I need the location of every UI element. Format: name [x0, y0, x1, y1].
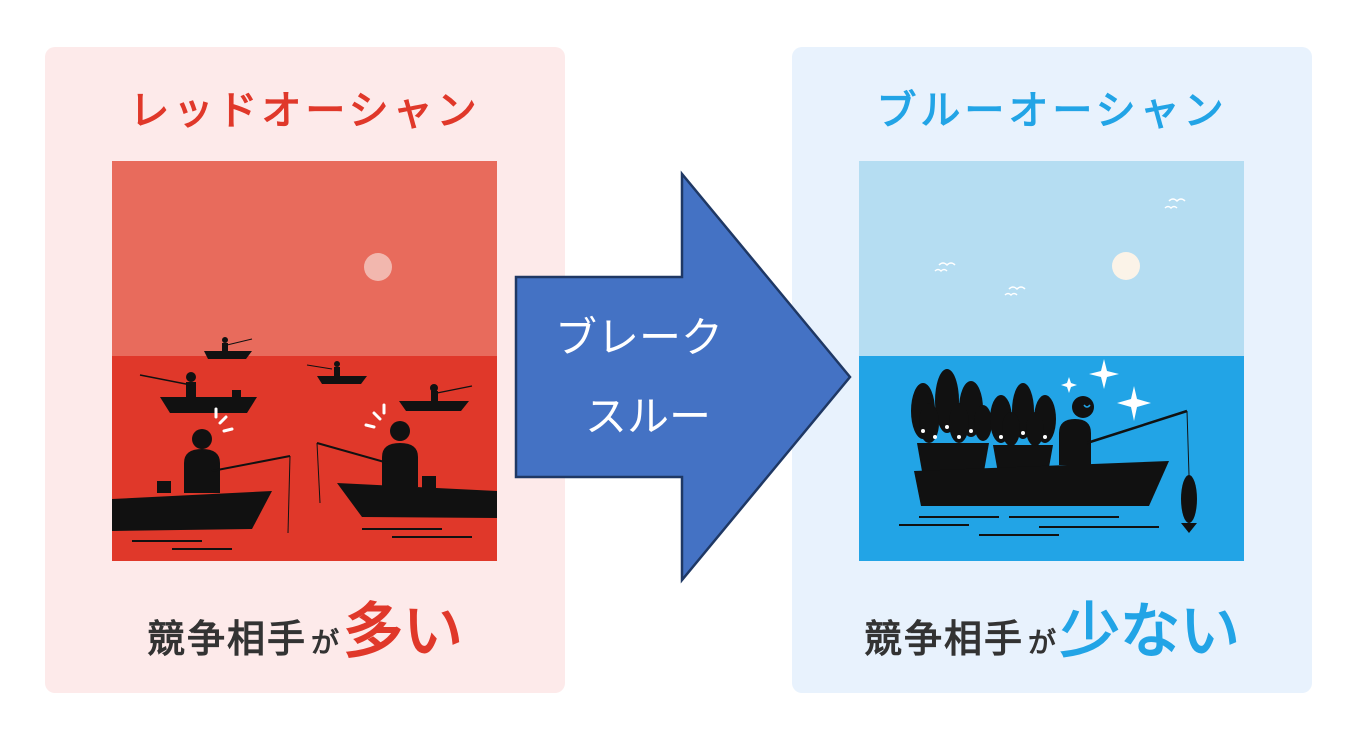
arrow-shape	[514, 170, 852, 584]
sun-icon	[364, 253, 392, 281]
red-sky	[112, 161, 497, 356]
blue-caption-particle: が	[1028, 626, 1057, 659]
water-ripples	[899, 516, 1159, 536]
bird-icons	[934, 198, 1186, 297]
big-boat-right	[316, 421, 497, 518]
smile-icon	[1083, 404, 1091, 408]
fish-basket-1	[911, 369, 992, 477]
water-ripples	[132, 528, 472, 550]
blue-ocean-caption: 競争相手が少ない	[792, 587, 1312, 692]
blue-ocean-panel: ブルーオーシャン	[792, 47, 1312, 693]
blue-caption-main: 競争相手	[863, 617, 1024, 661]
breakthrough-arrow	[510, 170, 860, 585]
sparkle-icons	[1061, 359, 1151, 421]
blue-boat	[914, 396, 1197, 533]
sun-icon	[1112, 252, 1140, 280]
small-boat-1	[204, 337, 253, 359]
sweat-icon-right	[364, 403, 386, 429]
red-caption-accent: 多い	[343, 597, 464, 667]
small-boat-2	[306, 361, 367, 384]
red-ocean-scene	[112, 161, 497, 561]
blue-sea	[859, 356, 1244, 561]
fish-eyes-1	[921, 425, 973, 439]
blue-ocean-title: ブルーオーシャン	[876, 88, 1228, 134]
big-boat-left	[112, 429, 291, 534]
blue-ocean-illustration	[859, 161, 1244, 561]
small-boat-3	[399, 384, 473, 411]
red-caption-particle: が	[311, 626, 340, 659]
fish-eyes-2	[999, 431, 1047, 439]
sweat-icon-left	[214, 407, 234, 433]
red-ocean-panel: レッドオーシャン	[45, 47, 565, 693]
red-ocean-title: レッドオーシャン	[129, 88, 481, 134]
blue-sky	[859, 161, 1244, 356]
blue-ocean-scene	[859, 161, 1244, 561]
red-ocean-illustration	[112, 161, 497, 561]
arrow-label-line-1: ブレーク	[555, 313, 724, 362]
fish-basket-2	[990, 383, 1056, 473]
red-sea	[112, 356, 497, 561]
red-ocean-caption: 競争相手が多い	[45, 587, 565, 692]
arrow-label-line-2: スルー	[585, 392, 712, 441]
medium-boat-1	[139, 372, 257, 413]
blue-caption-accent: 少ない	[1060, 597, 1241, 667]
red-caption-main: 競争相手	[146, 617, 307, 661]
